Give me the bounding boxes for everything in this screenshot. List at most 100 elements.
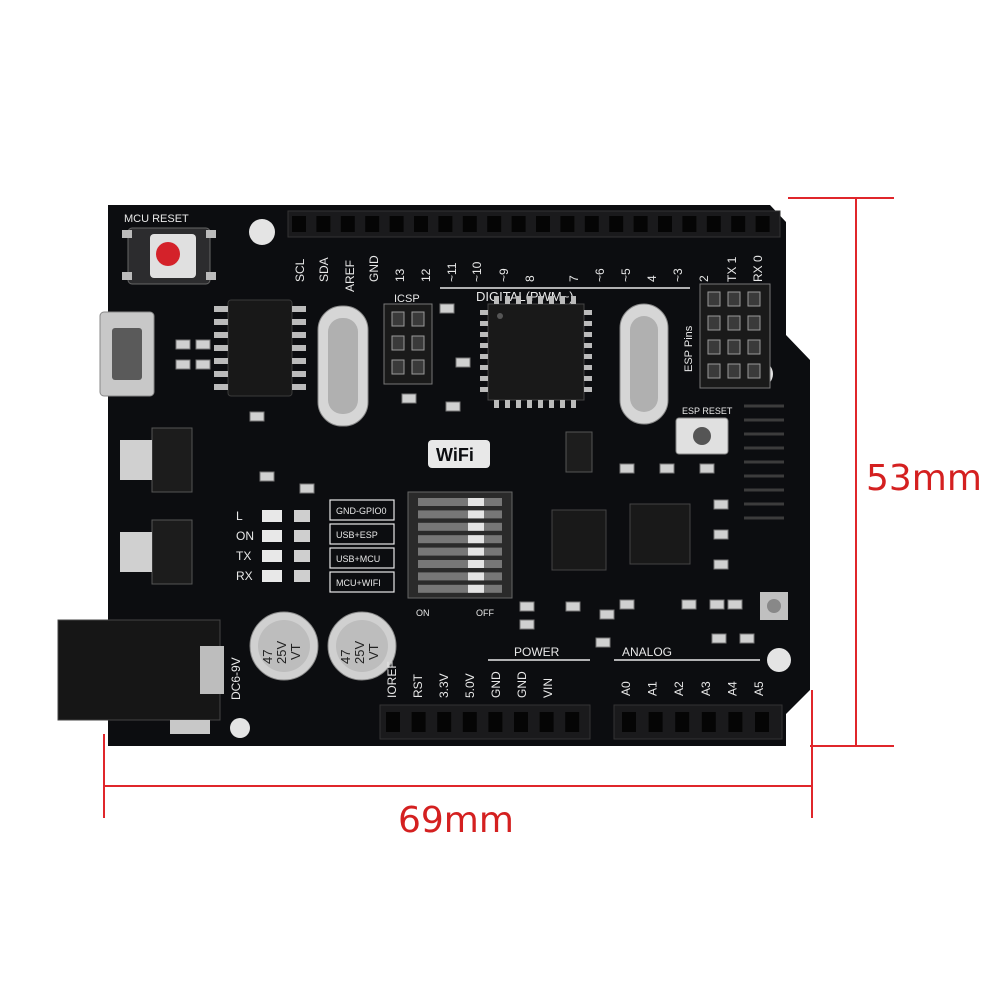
antenna-connector [760,592,788,620]
mcu-reset-label: MCU RESET [124,213,189,225]
flash-chip [551,509,607,571]
header-socket [511,216,526,232]
header-socket [438,216,453,232]
main-mcu-chip [487,303,585,401]
dip-on-label: ON [416,608,430,618]
smd-part [519,619,535,630]
mcu-reset-button[interactable] [122,227,216,285]
header-socket [706,216,721,232]
header-socket [584,216,599,232]
smd-part [709,599,725,610]
analog-section-label: ANALOG [622,645,672,659]
dip-lever[interactable] [418,547,502,556]
header-socket [609,216,624,232]
mode-table-row: USB+MCU [336,554,380,564]
led [262,510,282,522]
esp-reset-label: ESP RESET [682,406,733,416]
header-socket [648,712,663,732]
header-socket [658,216,672,232]
dip-lever[interactable] [418,522,502,531]
smd-part [619,463,635,474]
mounting-hole [767,648,791,672]
digital-pin-label: TX 1 [725,256,739,282]
digital-pin-label: SCL [293,258,307,282]
header-socket [462,712,477,732]
header-socket [755,712,769,732]
analog-pin-label: A5 [752,681,766,696]
smd-part [195,339,211,350]
header-socket [487,216,502,232]
mode-table-row: MCU+WIFI [336,578,381,588]
analog-header-sockets [622,712,769,732]
dip-lever[interactable] [418,498,502,506]
header-socket [437,712,452,732]
smd-part [713,559,729,570]
capacitor-value: 47 [338,650,353,664]
power-pin-label: IOREF [385,661,399,698]
wifi-antenna [744,404,784,520]
header-socket [536,216,550,232]
mounting-hole [249,219,275,245]
header-socket [728,712,743,732]
smd-part [445,401,461,412]
esp-reset-button[interactable] [675,417,729,455]
smd-part [595,637,611,648]
led [262,570,282,582]
usb-serial-chip [227,299,293,397]
smd-part [401,393,417,404]
dip-switch[interactable] [407,491,513,599]
smd-part [713,529,729,540]
voltage-regulator [120,519,193,585]
header-socket [701,712,716,732]
digital-pin-label: AREF [343,260,357,292]
mounting-hole [230,718,250,738]
led-label: RX [236,569,253,583]
power-pin-label: GND [515,671,529,698]
wifi-logo: WiFi [428,440,490,468]
digital-pin-label: 4 [645,275,659,282]
digital-pin-label: 7 [567,275,581,282]
small-regulator [565,431,593,473]
smd-part [259,471,275,482]
analog-header [613,704,783,740]
power-header-sockets [386,712,580,732]
capacitor-voltage: 25V [274,641,289,664]
dc-power-jack[interactable] [57,619,224,734]
power-header [379,704,591,740]
dip-lever[interactable] [418,572,502,581]
smd-components [175,303,755,648]
header-socket [731,216,746,232]
width-dimension-label: 69mm [398,800,514,841]
digital-pin-label: 8 [523,275,537,282]
dip-lever[interactable] [418,584,502,593]
digital-pwm-label: DIGITAL(PWM~) [476,289,574,304]
smd-part [299,483,315,494]
smd-part [519,601,535,612]
dip-lever[interactable] [418,510,502,519]
smd-part [599,609,615,620]
icsp-label: ICSP [394,293,420,305]
dip-off-label: OFF [476,608,494,618]
power-pin-label: 3.3V [437,673,451,698]
header-socket [462,216,477,232]
led-label: TX [236,549,251,563]
led [262,550,282,562]
smd-part [739,633,755,644]
header-socket [365,216,380,232]
header-socket [488,712,503,732]
digital-pin-label: ~9 [497,268,511,282]
digital-pin-label: ~5 [619,268,633,282]
height-dimension [788,197,894,747]
header-socket [539,712,554,732]
dip-lever[interactable] [418,560,502,568]
micro-usb-port[interactable] [99,311,155,397]
smd-part [175,339,191,350]
header-socket [340,216,355,232]
header-socket [755,216,770,232]
dip-lever[interactable] [418,535,502,544]
power-pin-label: GND [489,671,503,698]
